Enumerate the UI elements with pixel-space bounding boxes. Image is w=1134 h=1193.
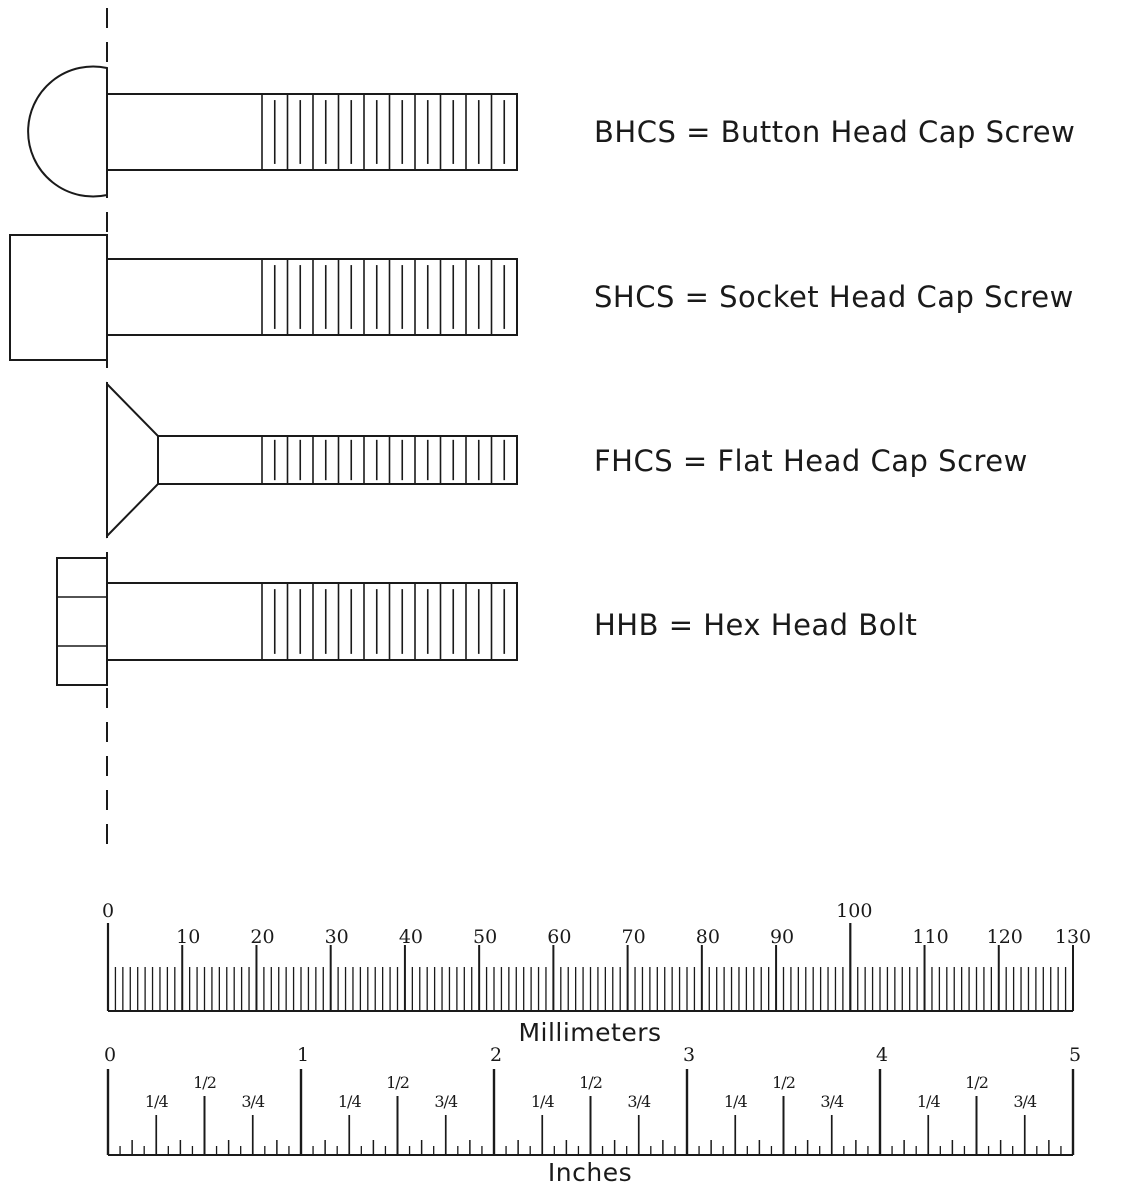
inch-fraction-label: 1/4	[338, 1092, 362, 1111]
mm-tick-label: 30	[325, 926, 349, 948]
screw-label-bhcs: BHCS = Button Head Cap Screw	[594, 115, 1075, 149]
flat-head	[106, 381, 159, 539]
shank	[157, 435, 518, 485]
inch-labels: 0 1 2 3 4 5 1/4 1/2 3/4 1/4 1/2 3/4 1/4 1/2 3/4 1/4 1/2 3…	[104, 1044, 1081, 1111]
inch-fraction-label: 3/4	[434, 1092, 458, 1111]
mm-tick-label: 130	[1055, 926, 1091, 948]
mm-tick-label: 70	[622, 926, 646, 948]
mm-labels: 0 10 20 30 40 50 60 70 80 90 100 110 120 130	[102, 900, 1091, 948]
mm-tick-label: 90	[770, 926, 794, 948]
mm-tick-label: 0	[102, 900, 114, 922]
thread-marks	[261, 583, 518, 660]
mm-tick-label: 10	[176, 926, 200, 948]
screw-label-fhcs: FHCS = Flat Head Cap Screw	[594, 444, 1028, 478]
inch-fraction-label: 1/2	[579, 1073, 602, 1092]
inch-whole-label: 2	[490, 1044, 502, 1066]
inch-ruler: 0 1 2 3 4 5 1/4 1/2 3/4 1/4 1/2 3/4 1/4 1/2 3/4 1/4 1/2 3…	[104, 1044, 1081, 1187]
shank	[106, 582, 518, 661]
screw-bhcs: BHCS = Button Head Cap Screw	[27, 65, 1075, 198]
mm-tick-label: 20	[250, 926, 274, 948]
inch-fraction-label: 3/4	[1013, 1092, 1037, 1111]
screw-shcs: SHCS = Socket Head Cap Screw	[9, 234, 1074, 361]
inch-fraction-label: 1/4	[917, 1092, 941, 1111]
mm-tick-label: 40	[399, 926, 423, 948]
inch-whole-label: 1	[297, 1044, 309, 1066]
inch-ruler-title: Inches	[548, 1158, 632, 1187]
screw-label-hhb: HHB = Hex Head Bolt	[594, 608, 917, 642]
thread-marks	[261, 94, 518, 170]
mm-tick-label: 100	[836, 900, 872, 922]
mm-tick-label: 50	[473, 926, 497, 948]
shank	[106, 258, 518, 336]
socket-head	[9, 234, 108, 361]
screw-hhb: HHB = Hex Head Bolt	[56, 557, 917, 686]
inch-whole-label: 4	[876, 1044, 888, 1066]
inch-fraction-label: 1/4	[531, 1092, 555, 1111]
thread-marks	[261, 436, 518, 484]
inch-fraction-label: 3/4	[241, 1092, 265, 1111]
inch-fraction-label: 1/2	[193, 1073, 216, 1092]
button-head	[27, 65, 108, 198]
inch-whole-label: 5	[1069, 1044, 1081, 1066]
mm-ticks	[106, 923, 1074, 1011]
inch-fraction-label: 1/2	[965, 1073, 988, 1092]
inch-fraction-label: 1/2	[772, 1073, 795, 1092]
inch-whole-label: 0	[104, 1044, 116, 1066]
shank	[106, 93, 518, 171]
mm-tick-label: 60	[547, 926, 571, 948]
inch-fraction-label: 3/4	[820, 1092, 844, 1111]
screw-label-shcs: SHCS = Socket Head Cap Screw	[594, 280, 1074, 314]
millimeter-ruler: 0 10 20 30 40 50 60 70 80 90 100 110 120 130 Millimet…	[102, 900, 1091, 1047]
inch-fraction-label: 1/4	[145, 1092, 169, 1111]
screw-fhcs: FHCS = Flat Head Cap Screw	[106, 381, 1028, 539]
mm-tick-label: 80	[696, 926, 720, 948]
inch-whole-label: 3	[683, 1044, 695, 1066]
hex-head	[56, 557, 108, 686]
inch-fraction-label: 1/4	[724, 1092, 748, 1111]
thread-marks	[261, 259, 518, 335]
mm-tick-label: 120	[987, 926, 1023, 948]
inch-fraction-label: 3/4	[627, 1092, 651, 1111]
mm-tick-label: 110	[912, 926, 948, 948]
mm-ruler-title: Millimeters	[518, 1018, 661, 1047]
inch-fraction-label: 1/2	[386, 1073, 409, 1092]
inch-ticks	[106, 1069, 1075, 1155]
